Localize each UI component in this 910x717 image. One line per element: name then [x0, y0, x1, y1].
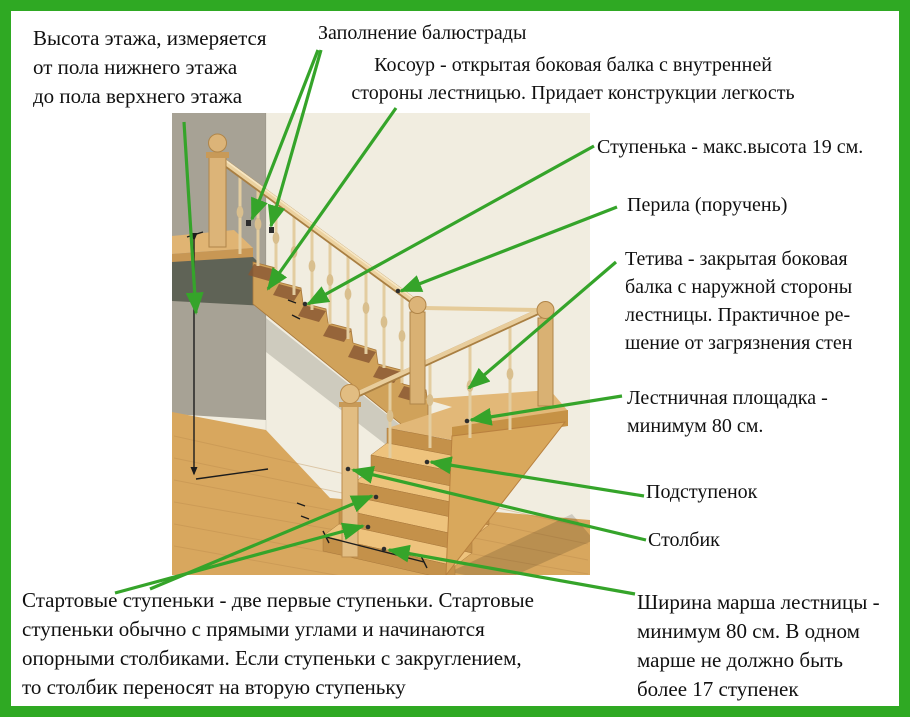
- newel-post-mid: [408, 296, 427, 405]
- label-balustrade-infill: Заполнение балюстрады: [318, 22, 527, 44]
- arrow-perila: [399, 205, 618, 293]
- label-riser: Подступенок: [646, 481, 758, 503]
- arrow-stolbik: [351, 466, 647, 542]
- label-starting-steps: Стартовые ступеньки - две первые ступень…: [22, 588, 534, 699]
- newel-post-far: [536, 301, 555, 407]
- arrow-startovye-2: [114, 522, 365, 595]
- label-landing: Лестничная площадка - минимум 80 см.: [627, 387, 828, 437]
- arrow-kosour: [266, 107, 398, 291]
- arrow-tetiva: [467, 260, 618, 390]
- arrow-vysota: [182, 121, 204, 315]
- handrail-upper: [222, 159, 423, 309]
- arrow-podstupenok: [429, 456, 645, 498]
- annotation-arrows: [114, 49, 647, 596]
- label-handrail: Перила (поручень): [627, 194, 788, 216]
- label-floor-height: Высота этажа, измеряется от пола нижнего…: [33, 26, 267, 108]
- arrow-ploshchadka: [469, 394, 623, 426]
- staircase-photo: [172, 113, 590, 575]
- label-newel-post: Столбик: [648, 529, 720, 551]
- label-step: Ступенька - макс.высота 19 см.: [597, 136, 864, 158]
- arrow-zapolnenie-2: [267, 49, 323, 228]
- arrow-shirina: [387, 544, 636, 596]
- handrail-lower: [350, 306, 542, 400]
- label-flight-width: Ширина марша лестницы - минимум 80 см. В…: [637, 590, 880, 701]
- arrow-stupenka: [306, 144, 595, 306]
- floor-shadow: [450, 514, 590, 575]
- label-stringer: Тетива - закрытая боковая балка с наружн…: [625, 248, 853, 354]
- label-kosour: Косоур - открытая боковая балка с внутре…: [351, 54, 795, 104]
- arrow-zapolnenie-1: [250, 49, 320, 221]
- newel-post-top: [206, 133, 229, 248]
